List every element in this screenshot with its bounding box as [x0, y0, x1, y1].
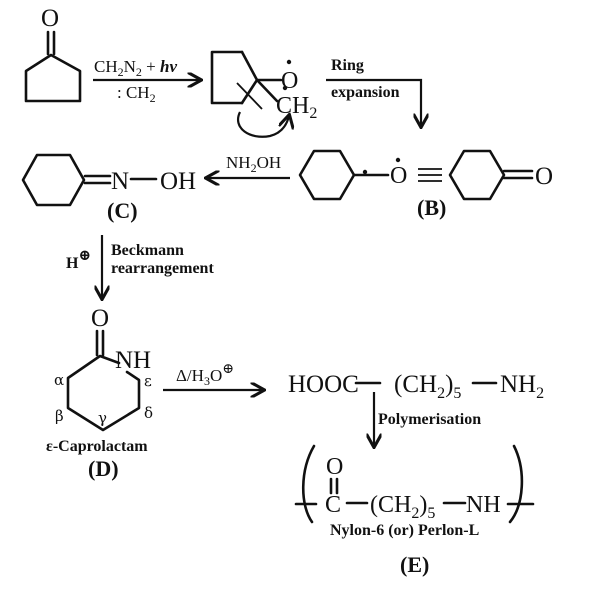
amino-acid-hooc: HOOC	[288, 371, 359, 398]
compound-b-radical-oxygen: O	[390, 163, 407, 189]
beckmann-label-1: Beckmann	[111, 242, 184, 259]
beckmann-arrow: H⊕ Beckmann rearrangement	[66, 235, 214, 298]
amino-acid-chain: (CH2)5	[394, 371, 461, 402]
caprolactam-name: ε-Caprolactam	[46, 438, 148, 455]
beckmann-label-2: rearrangement	[111, 260, 214, 277]
acid-catalyst: H⊕	[66, 248, 91, 272]
oxime-hydroxyl: OH	[160, 168, 196, 195]
nylon-chain: (CH2)5	[370, 492, 435, 522]
reagent-diazomethane-hv: CH2N2 + hν	[94, 57, 177, 79]
compound-c: N OH (C)	[21, 153, 196, 223]
step1-arrow: CH2N2 + hν : CH2	[93, 57, 200, 105]
ring-expansion-label-1: Ring	[331, 57, 364, 74]
compound-c-label: (C)	[107, 198, 138, 223]
epsilon-label: ε	[144, 372, 152, 390]
compound-b-label: (B)	[417, 195, 446, 220]
gamma-label: γ	[98, 409, 107, 427]
delta-label: δ	[144, 404, 153, 422]
compound-d: O NH α β γ δ ε ε-Caprolactam (D)	[46, 305, 153, 481]
ring-expansion-label-2: expansion	[331, 84, 400, 101]
nylon-nh: NH	[466, 492, 501, 518]
intermediate-oxygen: O	[281, 68, 298, 94]
reagent-hydroxylamine: NH2OH	[226, 153, 281, 175]
hydrolysis-arrow: Δ/H3O⊕	[163, 362, 263, 390]
reagent-carbene: : CH2	[117, 83, 156, 105]
nylon-carbon: C	[325, 492, 341, 518]
cyclopentanone-oxygen: O	[41, 5, 59, 32]
compound-b: O O (B)	[298, 149, 553, 220]
step3-arrow: NH2OH	[207, 153, 290, 178]
polymerisation-label: Polymerisation	[378, 411, 481, 428]
nylon-oxygen: O	[326, 454, 343, 480]
compound-b-ketone-oxygen: O	[535, 163, 553, 190]
diradical-intermediate: O CH2	[210, 50, 317, 138]
caprolactam-nh: NH	[115, 347, 151, 374]
intermediate-ch2: CH2	[276, 93, 317, 122]
compound-d-label: (D)	[88, 456, 119, 481]
reagent-hydrolysis: Δ/H3O⊕	[176, 362, 234, 388]
compound-e: O C (CH2)5 NH Nylon-6 (or) Perlon-L (E)	[294, 444, 535, 577]
ring-expansion-arrow: Ring expansion	[326, 57, 421, 126]
cyclopentanone: O	[24, 5, 82, 103]
amino-acid-nh2: NH2	[500, 371, 544, 402]
nylon-name: Nylon-6 (or) Perlon-L	[330, 522, 479, 539]
polymerisation-arrow: Polymerisation	[374, 392, 481, 446]
caprolactam-oxygen: O	[91, 305, 109, 332]
alpha-label: α	[54, 371, 64, 389]
aminocaproic-acid: HOOC (CH2)5 NH2	[288, 371, 544, 402]
compound-e-label: (E)	[400, 552, 429, 577]
beta-label: β	[55, 407, 64, 425]
oxime-nitrogen: N	[111, 168, 129, 195]
